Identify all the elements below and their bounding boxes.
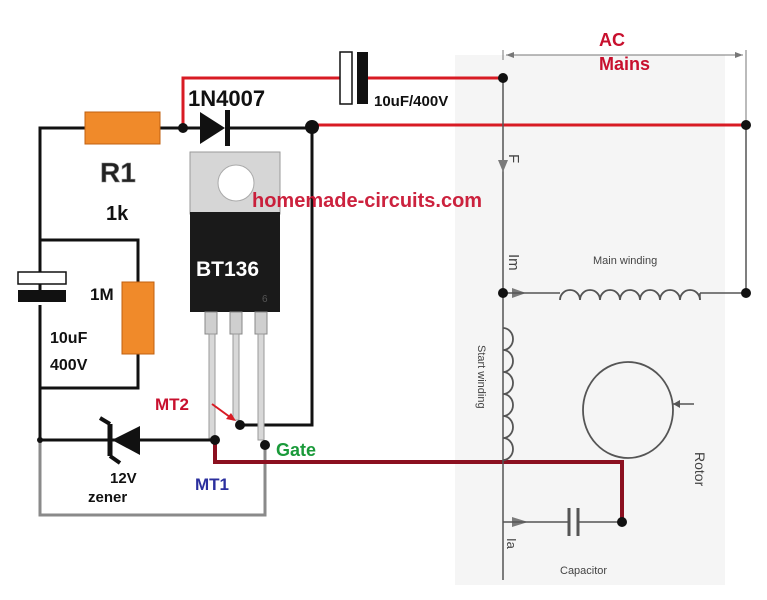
resistor-1m — [121, 281, 155, 355]
label-zener-voltage: 12V — [110, 470, 137, 487]
label-cap-left-value: 10uF — [50, 330, 88, 347]
label-1m: 1M — [90, 285, 114, 304]
svg-text:6: 6 — [262, 294, 268, 305]
junction-dot — [37, 437, 43, 443]
label-mains: Mains — [599, 54, 650, 74]
label-ac: AC — [599, 30, 625, 50]
rotor-circle — [582, 361, 674, 459]
label-diode: 1N4007 — [188, 86, 265, 111]
motor-schematic — [498, 50, 751, 580]
label-current-f: F — [505, 154, 522, 163]
wire-gray-loop — [38, 440, 267, 517]
label-r1-value: 1k — [106, 203, 129, 225]
current-f-arrow — [498, 160, 508, 172]
zener-diode — [98, 416, 140, 465]
label-triac: BT136 — [196, 258, 259, 281]
label-r1: R1 — [100, 157, 136, 188]
junction-dot — [305, 120, 319, 134]
junction-dot — [210, 435, 220, 445]
start-winding-coil — [502, 327, 514, 461]
junction-dot — [178, 123, 188, 133]
capacitor-left — [17, 271, 67, 302]
label-rotor: Rotor — [692, 452, 708, 487]
triac-bt136: 6 — [189, 151, 281, 441]
label-start-winding: Start winding — [475, 345, 487, 409]
label-gate: Gate — [276, 440, 316, 460]
junction-dot — [260, 440, 270, 450]
junction-dot — [498, 73, 508, 83]
label-mt1: MT1 — [195, 475, 229, 494]
watermark: homemade-circuits.com — [252, 190, 482, 212]
wire-mt1-to-capacitor — [213, 440, 624, 522]
wire-red-top — [181, 76, 345, 128]
label-mt2: MT2 — [155, 395, 189, 414]
junction-dot — [617, 517, 627, 527]
junction-dot — [498, 288, 508, 298]
label-capacitor: Capacitor — [560, 565, 607, 577]
label-cap-left-voltage: 400V — [50, 357, 88, 374]
control-circuit: 6 — [17, 51, 746, 522]
label-current-ia: Ia — [504, 538, 519, 550]
resistor-r1 — [84, 111, 161, 145]
label-zener: zener — [88, 489, 127, 506]
junction-dot — [235, 420, 245, 430]
label-main-winding: Main winding — [593, 255, 657, 267]
label-top-capacitor: 10uF/400V — [374, 93, 448, 110]
label-current-im: Im — [505, 254, 522, 271]
diode-1n4007 — [200, 110, 230, 146]
wire-left-top — [38, 126, 85, 290]
junction-dot — [741, 120, 751, 130]
junction-dot — [741, 288, 751, 298]
capacitor-top — [339, 51, 368, 105]
main-winding-coil — [559, 289, 701, 301]
motor-diagram-background — [455, 55, 725, 585]
